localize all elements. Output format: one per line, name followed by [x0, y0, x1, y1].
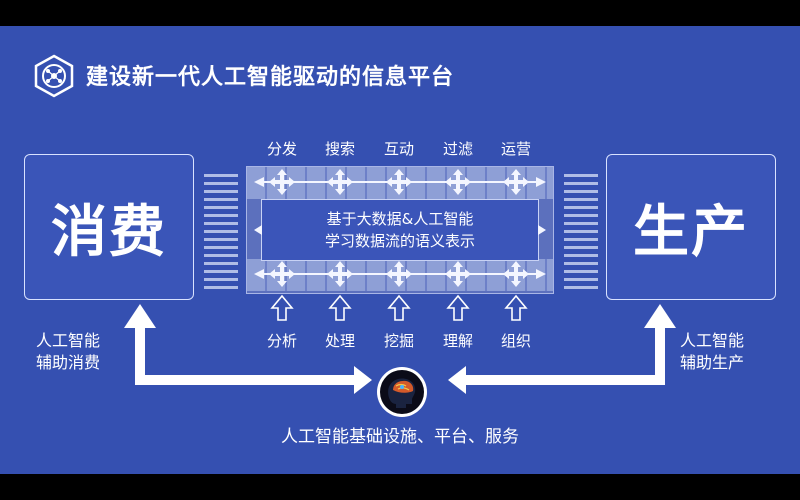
slide-title: 建设新一代人工智能驱动的信息平台 [86, 65, 455, 90]
up-arrow-icon [271, 295, 293, 321]
left-l-arrow [124, 304, 372, 394]
arrows-overlay [124, 169, 676, 394]
footer-caption: 人工智能基础设施、平台、服务 [281, 427, 519, 447]
consumption-caption: 人工智能 辅助消费 [36, 330, 100, 374]
inner-line: 基于大数据&人工智能 [326, 210, 474, 228]
data-flow-lines-left [204, 174, 238, 292]
top-label: 搜索 [324, 140, 355, 158]
top-label: 分发 [266, 140, 297, 158]
semantic-representation-box: 基于大数据&人工智能 学习数据流的语义表示 [261, 199, 539, 261]
bottom-label: 组织 [500, 332, 531, 350]
bottom-label: 挖掘 [383, 332, 414, 350]
cross-arrow-icon [445, 261, 471, 287]
up-arrow-icon [447, 295, 469, 321]
bottom-label: 处理 [324, 332, 355, 350]
cross-arrow-icon [503, 169, 529, 195]
slide: 建设新一代人工智能驱动的信息平台 消费 生产 人工智能 辅助消费 人工智能 辅助… [0, 26, 800, 474]
cross-arrow-icon [269, 261, 295, 287]
production-box: 生产 [606, 154, 776, 300]
consumption-label: 消费 [51, 199, 167, 265]
top-label: 过滤 [442, 140, 473, 158]
logo-icon [34, 54, 74, 98]
bottom-label: 分析 [266, 332, 297, 350]
consumption-caption-line: 辅助消费 [36, 353, 101, 372]
cross-arrow-icon [269, 169, 295, 195]
consumption-caption-line: 人工智能 [36, 331, 101, 350]
inner-line: 学习数据流的语义表示 [324, 232, 475, 250]
left-small-arrow [254, 225, 262, 235]
top-label: 互动 [383, 140, 414, 158]
cross-arrow-icon [327, 261, 353, 287]
top-label: 运营 [500, 140, 531, 158]
cross-arrow-icon [386, 169, 412, 195]
brain-icon [377, 367, 427, 417]
up-arrow-icon [329, 295, 351, 321]
top-labels: 分发 搜索 互动 过滤 运营 [246, 138, 552, 160]
cross-arrow-icon [386, 261, 412, 287]
bottom-label: 理解 [442, 332, 473, 350]
bottom-labels: 分析 处理 挖掘 理解 组织 [246, 330, 552, 352]
cross-arrow-icon [327, 169, 353, 195]
up-arrow-icon [388, 295, 410, 321]
cross-arrow-icon [503, 261, 529, 287]
production-caption-line: 人工智能 [680, 331, 745, 350]
production-caption-line: 辅助生产 [680, 353, 745, 372]
right-small-arrow [538, 225, 546, 235]
right-l-arrow [448, 304, 676, 394]
production-caption: 人工智能 辅助生产 [680, 330, 744, 374]
data-flow-lines-right [564, 174, 598, 292]
consumption-box: 消费 [24, 154, 194, 300]
cross-arrow-icon [445, 169, 471, 195]
up-arrow-icon [505, 295, 527, 321]
production-label: 生产 [633, 199, 749, 265]
